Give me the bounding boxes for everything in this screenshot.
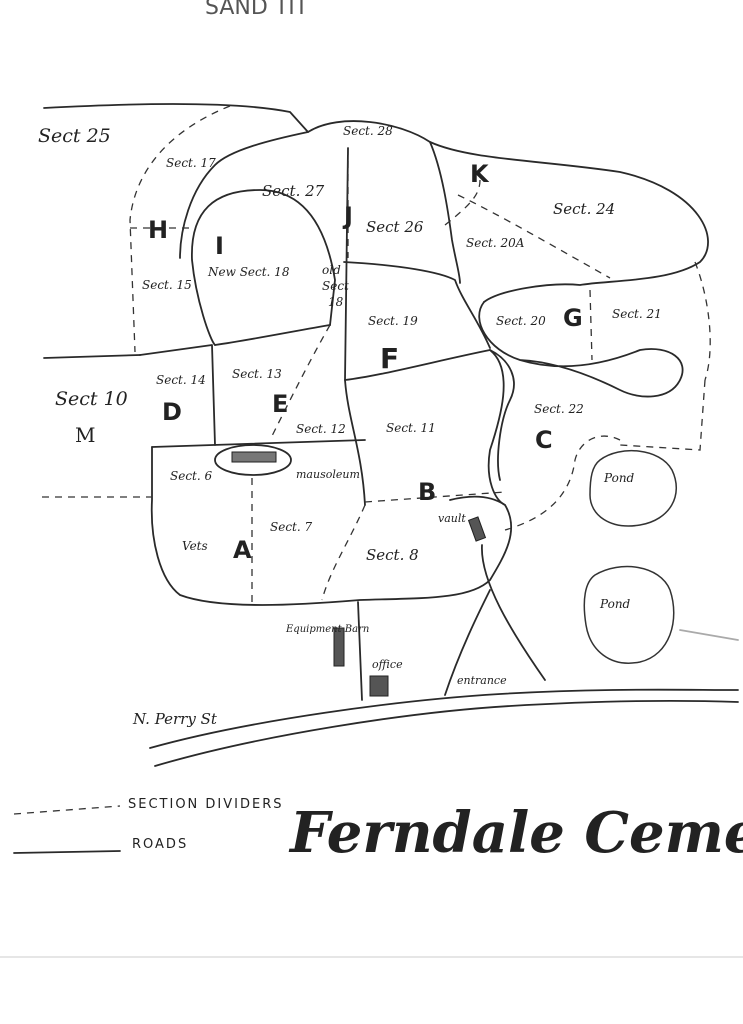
legend: SECTION DIVIDERS ROADS: [13, 797, 284, 854]
road-row-d6: [151, 439, 366, 448]
mausoleum-building: [231, 451, 277, 463]
label-m: M: [75, 423, 95, 447]
road-right-faint: [679, 629, 739, 641]
label-pond-upper: Pond: [603, 471, 635, 485]
divider-g: [589, 289, 593, 361]
letter-h: H: [148, 216, 168, 244]
label-sect-20a: Sect. 20A: [466, 236, 525, 250]
letter-j: J: [342, 202, 353, 230]
divider-21: [694, 261, 711, 381]
label-sect-20: Sect. 20: [496, 314, 546, 328]
label-sect-22: Sect. 22: [534, 402, 584, 416]
label-sect-12: Sect. 12: [296, 422, 346, 436]
label-sect-26: Sect 26: [366, 218, 424, 236]
road-entrance-right: [481, 544, 546, 681]
divider-b: [364, 491, 506, 503]
label-sect-24: Sect. 24: [553, 200, 615, 218]
legend-roads-swatch: [13, 850, 121, 854]
label-sect-25: Sect 25: [38, 125, 111, 147]
road-inner-i: [191, 189, 336, 346]
label-old-sect-18-1: old: [322, 263, 341, 277]
label-sect-8: Sect. 8: [366, 546, 419, 564]
road-office: [357, 601, 363, 701]
label-sect-28: Sect. 28: [343, 124, 393, 138]
label-sect-27: Sect. 27: [262, 182, 325, 200]
section-dividers: [42, 105, 711, 602]
divider-8: [321, 504, 366, 601]
road-j-k: [343, 261, 491, 349]
divider-k: [457, 194, 611, 279]
label-mausoleum: mausoleum: [296, 468, 360, 481]
label-sect-17: Sect. 17: [166, 156, 216, 170]
letter-c: C: [535, 426, 553, 454]
road-k-curve: [429, 141, 461, 284]
label-old-sect-18-3: 18: [328, 295, 344, 309]
label-equipment-barn: Equipment Barn: [285, 624, 369, 635]
label-sect-15: Sect. 15: [142, 278, 192, 292]
office-building: [369, 675, 389, 697]
letter-i: I: [215, 232, 224, 260]
label-sect-13: Sect. 13: [232, 367, 282, 381]
road-central: [344, 147, 366, 506]
road-left-d: [139, 344, 216, 446]
road-outer-loop: [307, 120, 709, 303]
roads: [43, 103, 739, 767]
label-entrance: entrance: [457, 674, 507, 687]
letter-f: F: [380, 342, 399, 375]
road-c-side: [489, 349, 515, 481]
header-fragment: SAND TIT: [205, 0, 309, 20]
label-vault: vault: [438, 512, 466, 525]
label-pond-lower: Pond: [599, 597, 631, 611]
road-sect-10: [43, 354, 141, 359]
label-sect-10: Sect 10: [55, 388, 128, 410]
divider-k2: [444, 179, 481, 226]
equipment-barn-building: [333, 627, 345, 667]
label-sect-6: Sect. 6: [170, 469, 212, 483]
letter-b: B: [418, 478, 436, 506]
letter-e: E: [272, 390, 288, 418]
legend-dividers-swatch: [13, 805, 121, 815]
label-sect-21: Sect. 21: [612, 307, 662, 321]
label-vets: Vets: [182, 539, 208, 553]
label-office: office: [372, 658, 403, 671]
letter-g: G: [563, 304, 583, 332]
road-loop-27: [179, 131, 309, 259]
label-sect-14: Sect. 14: [156, 373, 206, 387]
label-old-sect-18-2: Sect: [322, 279, 349, 293]
mausoleum-road-oval: [214, 444, 292, 476]
vault-building: [467, 516, 487, 542]
label-sect-11: Sect. 11: [386, 421, 436, 435]
letter-d: D: [162, 398, 182, 426]
road-entrance-left: [444, 589, 491, 696]
road-g-arm: [478, 301, 684, 398]
pond-upper: [589, 449, 677, 527]
pond-lower: [583, 565, 675, 664]
letter-k: K: [470, 160, 490, 188]
divider-21b: [619, 379, 706, 451]
legend-dividers-label: SECTION DIVIDERS: [128, 797, 284, 812]
road-top-left: [43, 103, 309, 133]
divider-c: [504, 435, 621, 531]
map-title: Ferndale Cemetery: [288, 800, 743, 866]
road-lower-boundary: [150, 446, 513, 606]
road-n-perry-upper: [149, 688, 739, 749]
label-n-perry-st: N. Perry St: [132, 710, 218, 728]
label-new-sect-18: New Sect. 18: [207, 265, 290, 279]
legend-roads-label: ROADS: [132, 837, 188, 852]
letter-a: A: [233, 536, 252, 564]
divider-17: [129, 105, 231, 353]
road-n-perry-lower: [154, 699, 739, 767]
divider-e: [269, 324, 331, 441]
road-11-c: [344, 349, 506, 506]
label-sect-7: Sect. 7: [270, 520, 312, 534]
road-e-right: [214, 324, 331, 346]
label-sect-19: Sect. 19: [368, 314, 418, 328]
